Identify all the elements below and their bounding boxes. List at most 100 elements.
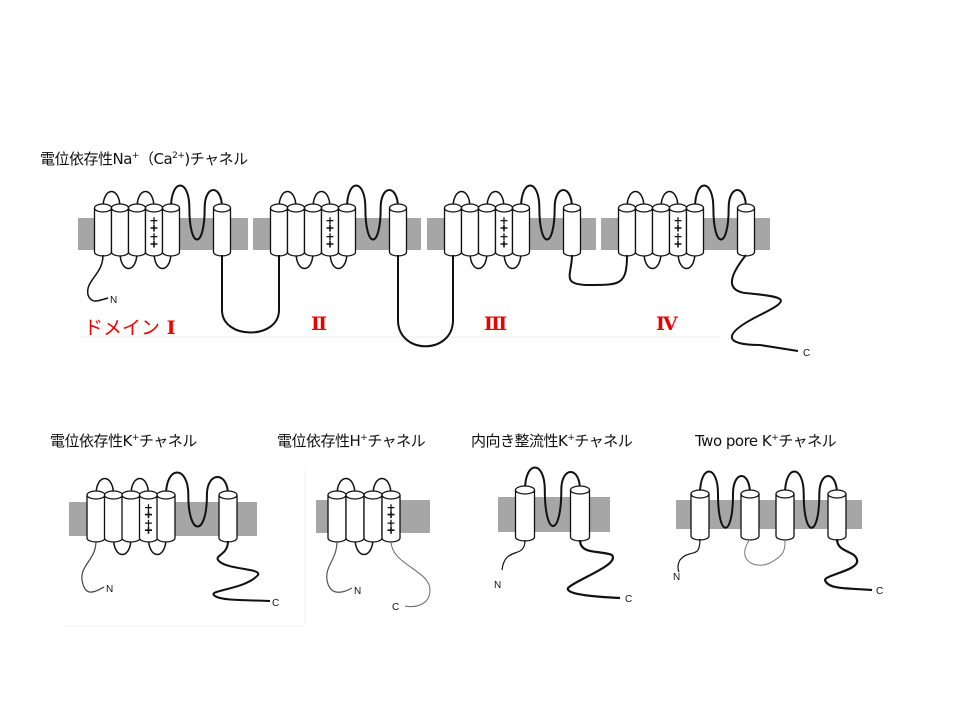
voltage-sensor-charge: + — [325, 230, 334, 243]
intracellular-loop — [643, 251, 662, 270]
helix-cylinder — [218, 495, 238, 543]
helix-cylinder-top — [388, 203, 408, 213]
helix-cylinder-top — [156, 490, 176, 500]
extracellular-loop — [95, 477, 115, 496]
pore-loop — [524, 466, 581, 527]
c-terminus-chain — [390, 540, 431, 608]
title-text: 電位依存性H — [277, 432, 361, 450]
helix-cylinder-top — [514, 485, 536, 495]
voltage-sensor-charge-mark — [326, 240, 334, 248]
voltage-sensor-charge-mark — [387, 526, 395, 534]
helix-cylinder — [617, 208, 637, 257]
domain-label-2: Ⅱ — [311, 313, 328, 335]
helix-cylinder-top — [110, 203, 130, 213]
c-terminus-label: C — [876, 586, 883, 597]
voltage-sensor-charge: + — [499, 214, 508, 227]
n-terminus-chain — [501, 539, 526, 571]
intracellular-loop — [295, 251, 314, 270]
helix-cylinder — [514, 490, 536, 542]
helix-cylinder — [327, 495, 347, 543]
n-terminus-label: N — [494, 580, 501, 591]
helix-cylinder-top — [303, 203, 323, 213]
title-text: 内向き整流性K — [471, 432, 568, 450]
voltage-sensor-charge-mark — [500, 224, 508, 232]
helix-cylinder — [86, 495, 106, 543]
helix-cylinder — [736, 208, 756, 257]
voltage-sensor-charge: + — [673, 230, 682, 243]
domain-label-1: ドメイン Ⅰ — [84, 313, 176, 340]
voltage-sensor-charge-mark — [674, 224, 682, 232]
extracellular-loop — [626, 190, 645, 209]
voltage-sensor-charge: + — [499, 230, 508, 243]
voltage-sensor-charge: + — [386, 516, 395, 529]
extracellular-loop — [102, 190, 121, 209]
pore-loop — [694, 184, 747, 241]
pore-loop — [520, 184, 573, 241]
domain-label-4: Ⅳ — [656, 313, 678, 335]
helix-cylinder-top — [345, 490, 365, 500]
intracellular-loop — [677, 251, 696, 270]
pore-loop — [170, 184, 223, 241]
helix-cylinder — [460, 208, 480, 257]
helix-cylinder — [337, 208, 357, 257]
title-text: 電位依存性Na — [40, 150, 132, 168]
helix-cylinder — [269, 208, 289, 257]
extracellular-loop — [136, 190, 155, 209]
intracellular-loop — [354, 537, 374, 556]
k2p-channel-title: Two pore K+チャネル — [695, 430, 837, 451]
n-terminus-chain — [87, 254, 109, 302]
helix-cylinder-top — [617, 203, 637, 213]
helix-cylinder-top — [651, 203, 671, 213]
helix-cylinder-top — [320, 203, 340, 213]
pore-loop — [346, 184, 399, 241]
helix-cylinder-top — [161, 203, 181, 213]
n-terminus-chain — [81, 540, 105, 593]
voltage-sensor-charge: + — [149, 214, 158, 227]
helix-cylinder-top — [736, 203, 756, 213]
n-terminus-label: N — [673, 572, 680, 583]
extracellular-loop — [452, 190, 471, 209]
intracellular-loop — [112, 537, 132, 556]
helix-cylinder — [569, 490, 591, 542]
title-text: Two pore K — [695, 432, 772, 450]
helix-cylinder — [685, 208, 705, 257]
linker-I-II — [221, 255, 280, 334]
helix-cylinder-top — [327, 490, 347, 500]
helix-cylinder-top — [562, 203, 582, 213]
helix-cylinder — [690, 494, 710, 541]
helix-cylinder-top — [212, 203, 232, 213]
extracellular-loop — [278, 190, 297, 209]
helix-cylinder — [562, 208, 582, 257]
helix-cylinder-top — [381, 490, 401, 500]
helix-cylinder — [443, 208, 463, 257]
helix-cylinder-top — [286, 203, 306, 213]
helix-cylinder-top — [460, 203, 480, 213]
title-sup: + — [131, 433, 140, 443]
intracellular-loop — [147, 537, 167, 556]
helix-cylinder — [121, 495, 141, 543]
hv-channel-title: 電位依存性H+チャネル — [277, 430, 426, 451]
helix-cylinder — [286, 208, 306, 257]
helix-cylinder — [827, 494, 847, 541]
kir-channel-title: 内向き整流性K+チャネル — [471, 430, 633, 451]
linker-III-IV — [568, 254, 628, 287]
helix-cylinder — [103, 495, 124, 543]
voltage-sensor-charge-mark — [150, 224, 158, 232]
c-terminus-chain — [566, 539, 621, 600]
c-terminus-chain — [212, 540, 271, 602]
voltage-sensor-charge: + — [144, 501, 153, 514]
voltage-sensor-charge-mark — [145, 511, 152, 519]
title-text: チャネル — [138, 432, 197, 450]
helix-cylinder-top — [690, 489, 710, 499]
helix-cylinder-top — [827, 489, 847, 499]
intracellular-loop — [503, 251, 522, 270]
voltage-sensor-charge-mark — [145, 526, 152, 534]
helix-cylinder-top — [494, 203, 514, 213]
helix-cylinder — [634, 208, 654, 257]
title-sup: + — [567, 433, 575, 443]
extracellular-loop — [130, 477, 150, 496]
na-channel-title: 電位依存性Na+（Ca2+)チャネル — [40, 148, 248, 169]
title-text: チャネル — [367, 432, 426, 450]
c-terminus-chain — [823, 538, 873, 592]
